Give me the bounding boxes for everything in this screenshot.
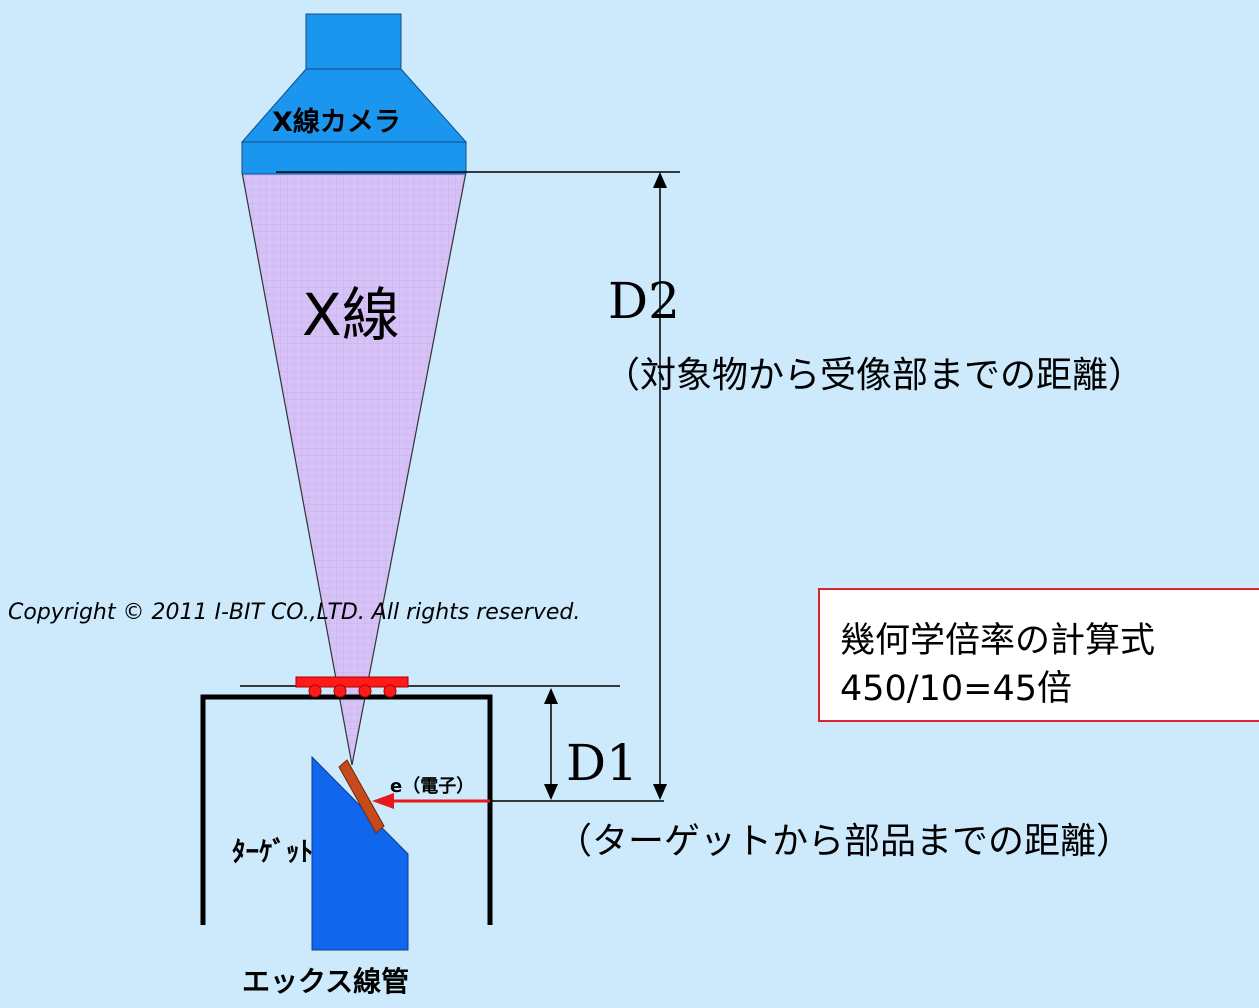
solder-ball: [333, 684, 347, 698]
d1-description: （ターゲットから部品までの距離）: [556, 821, 1133, 862]
xray-beam: [241, 171, 467, 766]
d1-arrowhead-up: [544, 688, 558, 704]
d1-label: D1: [566, 734, 638, 792]
formula-title: 幾何学倍率の計算式: [840, 621, 1156, 661]
camera-label: X線カメラ: [272, 107, 401, 138]
electron-label: e（電子）: [390, 776, 475, 797]
xray-camera: [240, 13, 468, 175]
camera-base: [241, 141, 467, 175]
d2-label: D2: [608, 272, 680, 330]
xray-tube-housing: [200, 694, 493, 925]
xray-label: X線: [302, 281, 400, 349]
solder-ball: [383, 684, 397, 698]
d2-description: （対象物から受像部までの距離）: [604, 355, 1145, 396]
d2-arrowhead-down: [653, 784, 667, 800]
xray-tube-label: エックス線管: [242, 965, 410, 998]
d1-arrowhead-down: [544, 784, 558, 800]
electron-arrowhead: [372, 793, 394, 809]
sample-board: [295, 676, 409, 688]
copyright-notice: Copyright © 2011 I-BIT CO.,LTD. All righ…: [8, 600, 581, 625]
d2-arrowhead-up: [653, 172, 667, 188]
target-spot: [338, 759, 385, 834]
formula-expression: 450/10=45倍: [840, 669, 1072, 709]
camera-top-block: [305, 13, 402, 70]
formula-box: 幾何学倍率の計算式 450/10=45倍: [818, 588, 1259, 722]
sample-component: [295, 676, 409, 698]
solder-ball: [308, 684, 322, 698]
solder-ball: [358, 684, 372, 698]
target-label: ﾀｰｹﾞｯﾄ: [232, 837, 313, 868]
